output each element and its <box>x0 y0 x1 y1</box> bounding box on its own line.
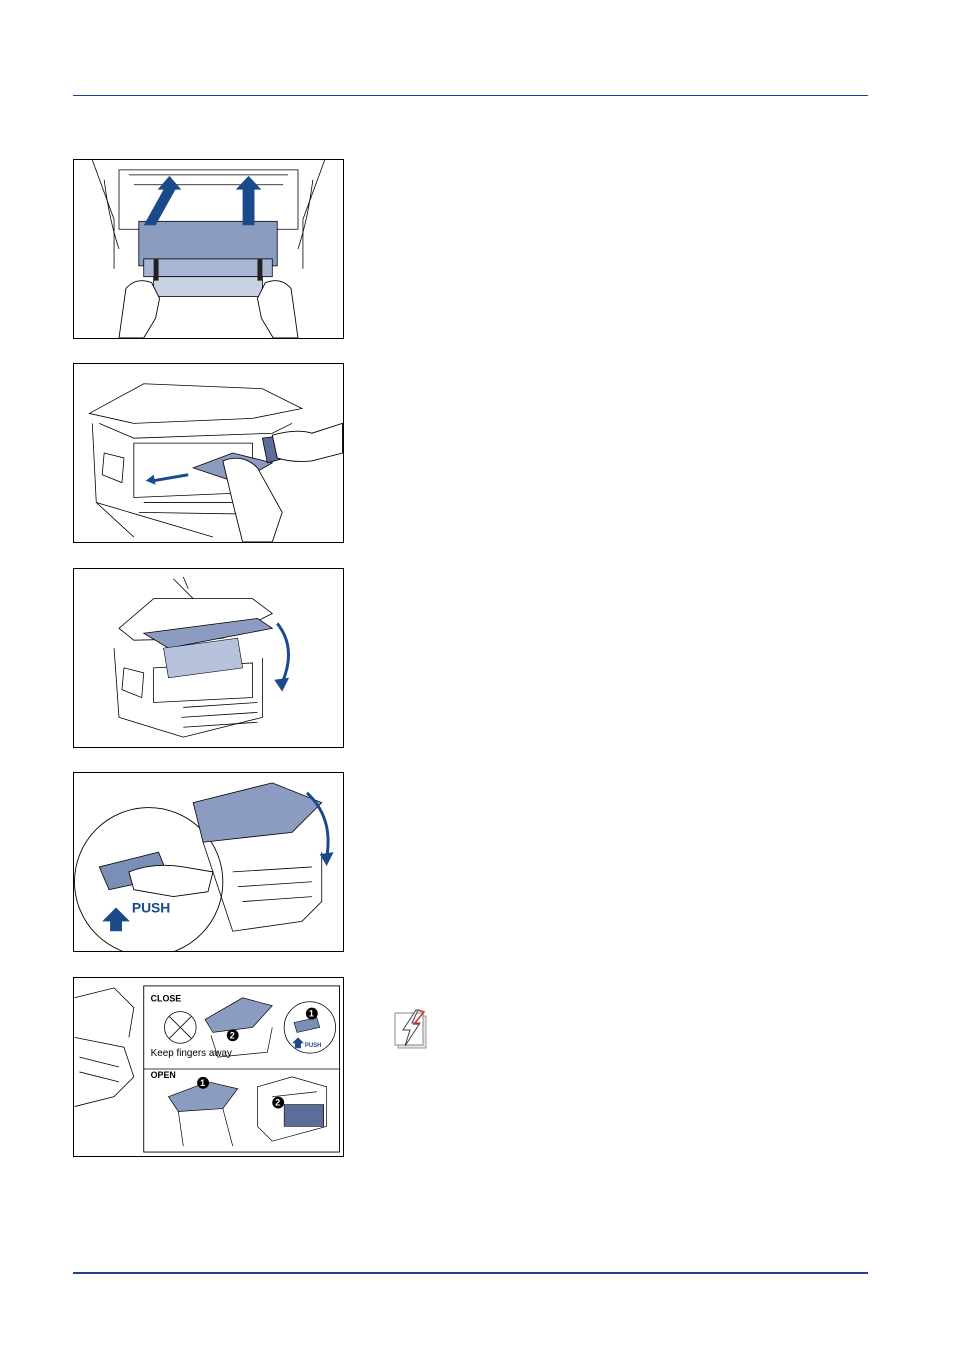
figure-remove-unit <box>73 159 344 339</box>
close-label: CLOSE <box>151 994 182 1004</box>
callout-2-open: 2 <box>275 1098 280 1108</box>
header-rule <box>73 95 868 96</box>
callout-1-open: 1 <box>200 1078 205 1088</box>
lightning-warning-icon <box>394 1008 432 1050</box>
open-label: OPEN <box>151 1070 176 1080</box>
callout-1-close: 1 <box>309 1009 314 1019</box>
keep-fingers-label: Keep fingers away <box>151 1048 232 1059</box>
push-label: PUSH <box>132 899 170 915</box>
push-small-label: PUSH <box>305 1043 321 1049</box>
callout-2-close: 2 <box>230 1030 235 1040</box>
figure-close-cover <box>73 568 344 748</box>
figure-install-cartridge <box>73 363 344 543</box>
figure-close-top: PUSH <box>73 772 344 952</box>
footer-rule <box>73 1272 868 1274</box>
figure-close-open-panel: CLOSE Keep fingers away 2 1 PUSH OPEN 1 … <box>73 977 344 1157</box>
